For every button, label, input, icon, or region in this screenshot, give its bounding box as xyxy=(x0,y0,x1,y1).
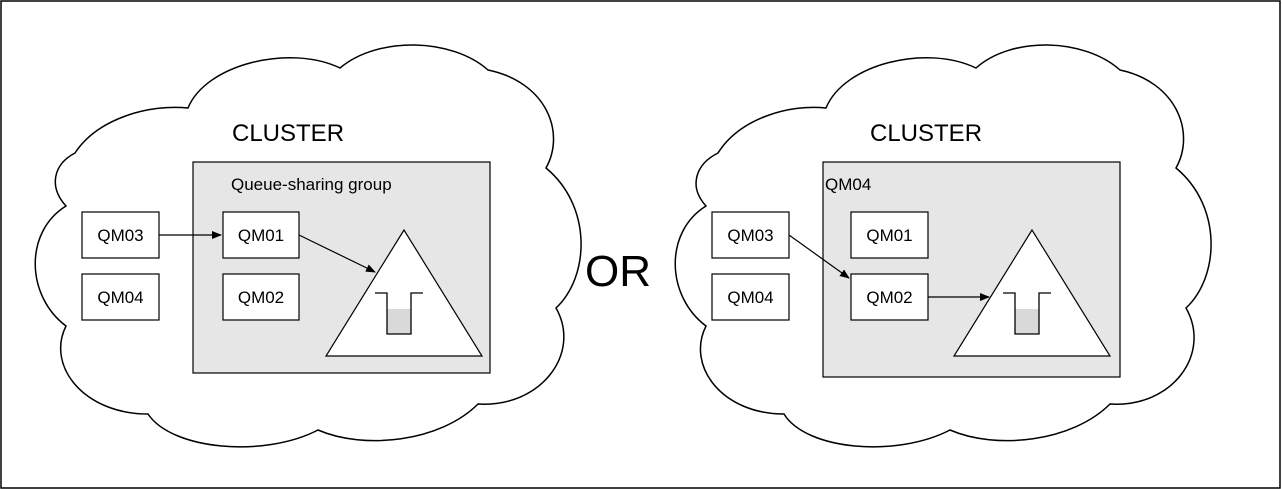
left-qm04-label: QM04 xyxy=(97,288,143,307)
left-qm02-box xyxy=(222,273,300,321)
right-group-label: QM04 xyxy=(825,175,871,194)
left-shared-queue-icon xyxy=(375,292,423,335)
left-qm03-box xyxy=(81,211,160,259)
right-coupling-facility-triangle xyxy=(952,228,1112,357)
left-qm02-label: QM02 xyxy=(238,288,284,307)
right-qm02-label: QM02 xyxy=(866,288,912,307)
right-qm01-label: QM01 xyxy=(866,226,912,245)
right-shared-queue-icon xyxy=(1003,292,1051,335)
right-qm02-box xyxy=(850,273,929,321)
left-shared-queue-fill xyxy=(387,309,411,334)
right-qm04-label: QM04 xyxy=(727,288,773,307)
right-qm01-box xyxy=(850,211,929,259)
left-qm01-label: QM01 xyxy=(238,226,284,245)
left-cluster-title: CLUSTER xyxy=(232,120,344,147)
left-group-label: Queue-sharing group xyxy=(231,175,392,194)
left-qm04-box xyxy=(81,273,160,321)
left-coupling-facility-triangle xyxy=(324,228,484,357)
right-arrow-qm03-to-qm02 xyxy=(788,234,850,279)
or-separator: OR xyxy=(585,247,651,296)
right-cluster-title: CLUSTER xyxy=(870,120,982,147)
left-qm01-box xyxy=(222,211,300,259)
right-qm04-box xyxy=(711,273,790,321)
right-shared-queue-fill xyxy=(1015,309,1039,334)
left-arrow-qm01-to-cf xyxy=(298,234,376,273)
right-qm03-label: QM03 xyxy=(727,226,773,245)
right-cluster: CLUSTER QM04 QM03 QM04 QM01 QM02 xyxy=(674,44,1212,448)
left-qm03-label: QM03 xyxy=(97,226,143,245)
left-cluster: CLUSTER Queue-sharing group QM03 QM04 QM… xyxy=(34,44,582,448)
